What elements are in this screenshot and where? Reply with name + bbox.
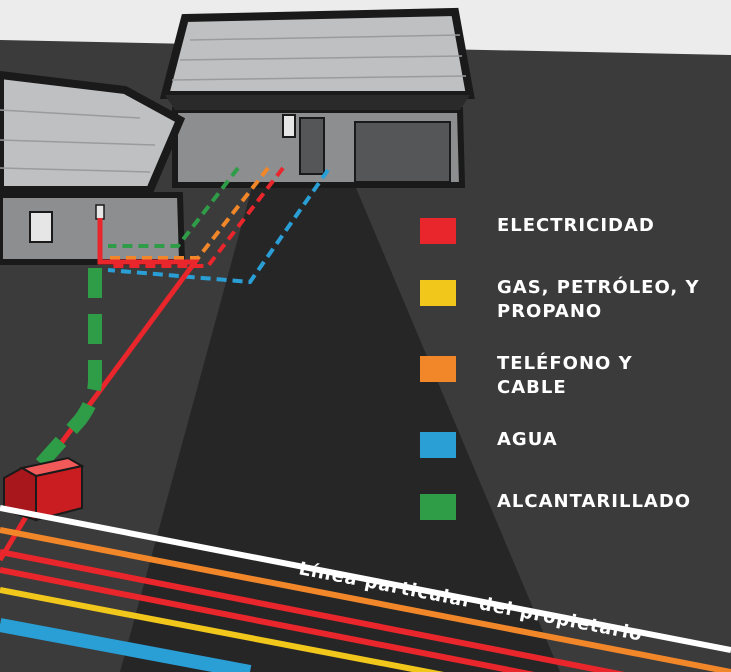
water-line-house <box>107 168 330 285</box>
garage-door <box>354 121 451 183</box>
legend-label-water: AGUA <box>497 429 558 450</box>
phone-cable-swatch-icon <box>420 356 456 382</box>
sewer-swatch-icon <box>420 494 456 520</box>
legend-item-sewer: ALCANTARILLADO <box>420 490 725 530</box>
electric-service-line <box>42 218 200 467</box>
legend-item-gas: GAS, PETRÓLEO, Y PROPANO <box>420 276 725 330</box>
legend: ELECTRICIDAD GAS, PETRÓLEO, Y PROPANO TE… <box>420 214 725 552</box>
electricity-swatch-icon <box>420 218 456 244</box>
house-right-door <box>299 117 325 175</box>
property-line <box>0 505 731 653</box>
street-gas-line <box>0 587 445 672</box>
legend-label-gas: GAS, PETRÓLEO, Y PROPANO <box>497 277 700 322</box>
legend-item-electricity: ELECTRICIDAD <box>420 214 725 254</box>
electric-meter <box>95 204 105 220</box>
legend-item-water: AGUA <box>420 428 725 468</box>
electric-line-house <box>108 166 285 268</box>
house-right <box>159 7 475 188</box>
utility-meter-box <box>3 456 85 522</box>
street-electric-line-2 <box>0 567 535 672</box>
street-water-line <box>0 618 252 672</box>
water-swatch-icon <box>420 432 456 458</box>
sewer-service-line <box>34 268 102 470</box>
gas-swatch-icon <box>420 280 456 306</box>
legend-item-phone-cable: TELÉFONO Y CABLE <box>420 352 725 406</box>
street-phone-line <box>0 527 731 672</box>
legend-label-sewer: ALCANTARILLADO <box>497 491 692 512</box>
legend-label-phone-cable: TELÉFONO Y CABLE <box>497 353 633 398</box>
house-left-window <box>29 211 53 243</box>
house-left <box>0 70 186 265</box>
driveway <box>120 150 560 672</box>
legend-label-electricity: ELECTRICIDAD <box>497 215 655 236</box>
sewer-line-house <box>108 166 240 248</box>
house-right-window <box>282 114 296 138</box>
street-electric-line-1 <box>0 549 625 672</box>
gas-line-house <box>108 166 270 260</box>
